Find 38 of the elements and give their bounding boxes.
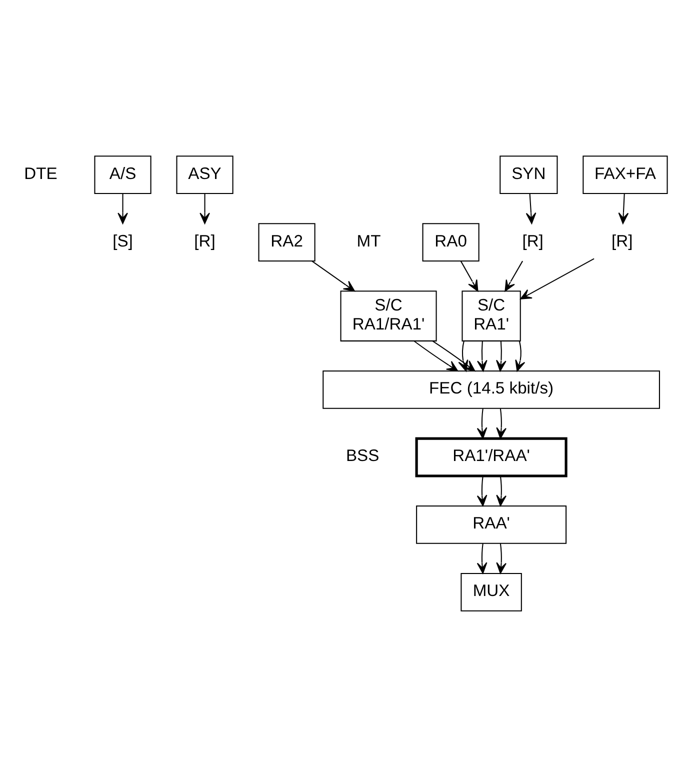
node-text: [R] — [612, 230, 633, 250]
node-text: [R] — [522, 230, 544, 250]
node-box: FAX+FA — [582, 155, 668, 194]
arrow — [526, 193, 536, 224]
node-box: RA0 — [422, 222, 480, 262]
arrow — [458, 340, 468, 372]
arrow — [520, 258, 594, 299]
arrow — [496, 340, 506, 372]
arrow — [496, 476, 506, 506]
node-text: [S] — [112, 230, 133, 250]
arrow — [312, 260, 355, 292]
node-box: RAA' — [416, 504, 567, 544]
node-box: MUX — [460, 572, 522, 611]
node-box: A/S — [94, 155, 152, 194]
arrow — [504, 260, 524, 292]
node-box: FEC (14.5 kbit/s) — [322, 370, 660, 408]
arrow — [118, 193, 128, 224]
arrow — [476, 408, 488, 438]
node-box: S/C RA1/RA1' — [340, 290, 437, 341]
label: DTE — [24, 163, 58, 182]
node-box: S/C RA1' — [462, 290, 521, 341]
node-box: RA1'/RAA' — [415, 436, 568, 477]
node-box: RA2 — [258, 222, 316, 262]
arrow — [515, 340, 526, 372]
arrow — [476, 543, 488, 574]
arrow — [496, 408, 506, 438]
label: BSS — [346, 446, 380, 465]
node-box: ASY — [176, 155, 234, 194]
node-box: SYN — [500, 155, 558, 194]
arrow — [477, 340, 488, 372]
arrow — [476, 476, 488, 506]
arrow — [618, 193, 629, 224]
arrow — [496, 543, 506, 574]
label: MT — [356, 230, 381, 250]
arrow — [200, 193, 210, 224]
arrow — [460, 260, 478, 292]
node-text: [R] — [194, 230, 216, 250]
arrow — [414, 340, 458, 371]
